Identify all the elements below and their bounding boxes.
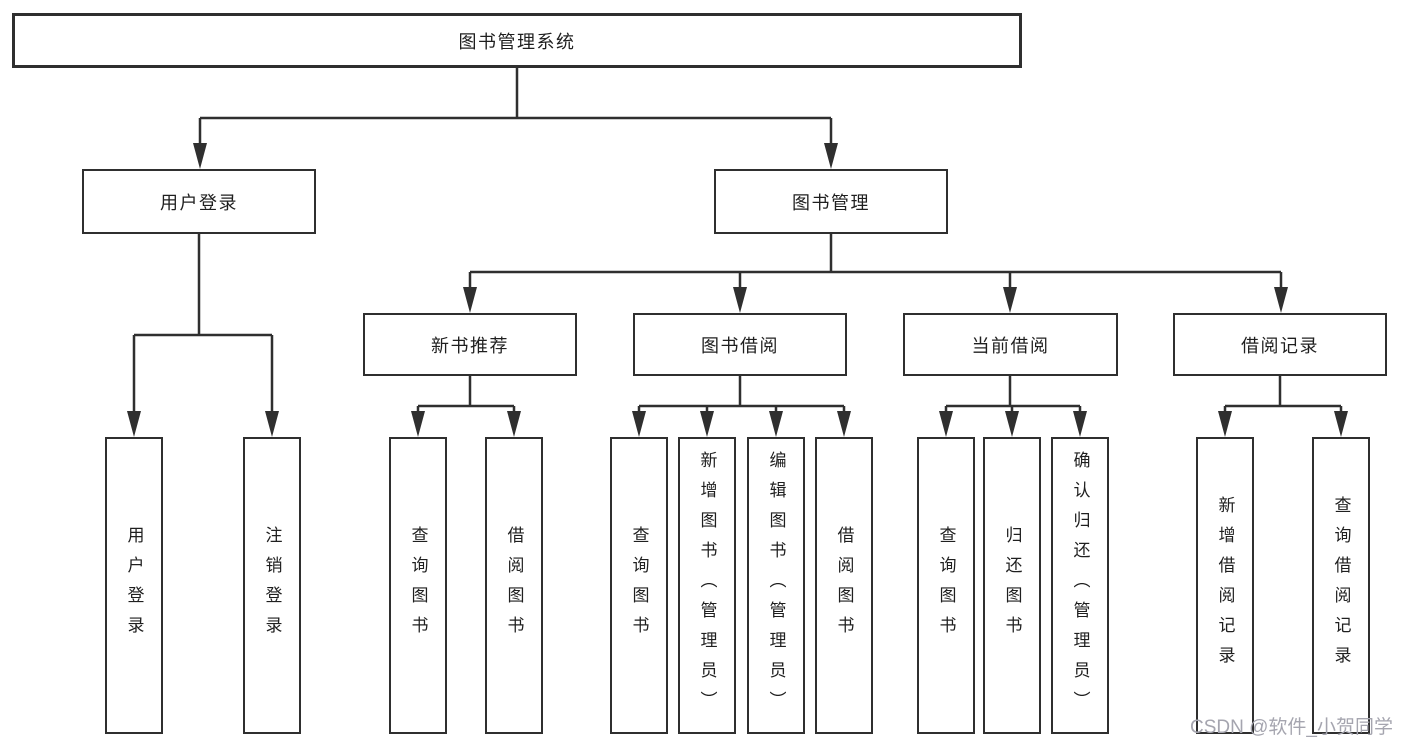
node-borrowing-records-label: 借阅记录 [1241,335,1319,356]
leaf-borrow-books-borrowing: 借阅图书 [815,437,873,734]
node-current-borrowing: 当前借阅 [903,313,1118,376]
leaf-query-books-recommend-label: 查询图书 [408,525,428,646]
node-root: 图书管理系统 [12,13,1022,68]
node-book-management: 图书管理 [714,169,948,234]
leaf-add-borrow-record: 新增借阅记录 [1196,437,1254,734]
leaf-user-login: 用户登录 [105,437,163,734]
node-current-borrowing-label: 当前借阅 [971,335,1050,356]
leaf-add-borrow-record-label: 新增借阅记录 [1215,495,1235,676]
node-book-borrowing-label: 图书借阅 [701,335,779,356]
leaf-query-borrow-record: 查询借阅记录 [1312,437,1370,734]
leaf-edit-books-admin: 编辑图书（管理员） [747,437,805,734]
leaf-confirm-return-admin: 确认归还（管理员） [1051,437,1109,734]
leaf-user-login-label: 用户登录 [124,525,144,646]
node-user-login: 用户登录 [82,169,316,234]
leaf-edit-books-admin-label: 编辑图书（管理员） [766,450,786,721]
node-user-login-label: 用户登录 [160,192,238,213]
node-new-book-recommend-label: 新书推荐 [431,335,509,356]
node-borrowing-records: 借阅记录 [1173,313,1387,376]
csdn-watermark: CSDN @软件_小贺同学 [1190,717,1393,738]
leaf-borrow-books-recommend-label: 借阅图书 [504,525,524,646]
leaf-add-books-admin-label: 新增图书（管理员） [697,450,717,721]
leaf-query-borrow-record-label: 查询借阅记录 [1331,495,1351,676]
leaf-borrow-books-borrowing-label: 借阅图书 [834,525,854,646]
leaf-query-books-borrowing: 查询图书 [610,437,668,734]
node-book-management-label: 图书管理 [792,192,870,213]
node-new-book-recommend: 新书推荐 [363,313,577,376]
node-book-borrowing: 图书借阅 [633,313,847,376]
leaf-query-books-recommend: 查询图书 [389,437,447,734]
leaf-logout-label: 注销登录 [262,525,282,646]
leaf-confirm-return-admin-label: 确认归还（管理员） [1070,450,1090,721]
leaf-query-books-current: 查询图书 [917,437,975,734]
leaf-return-books: 归还图书 [983,437,1041,734]
node-root-label: 图书管理系统 [458,31,576,52]
leaf-add-books-admin: 新增图书（管理员） [678,437,736,734]
leaf-query-books-current-label: 查询图书 [936,525,956,646]
leaf-logout: 注销登录 [243,437,301,734]
leaf-query-books-borrowing-label: 查询图书 [629,525,649,646]
leaf-return-books-label: 归还图书 [1002,525,1022,646]
leaf-borrow-books-recommend: 借阅图书 [485,437,543,734]
